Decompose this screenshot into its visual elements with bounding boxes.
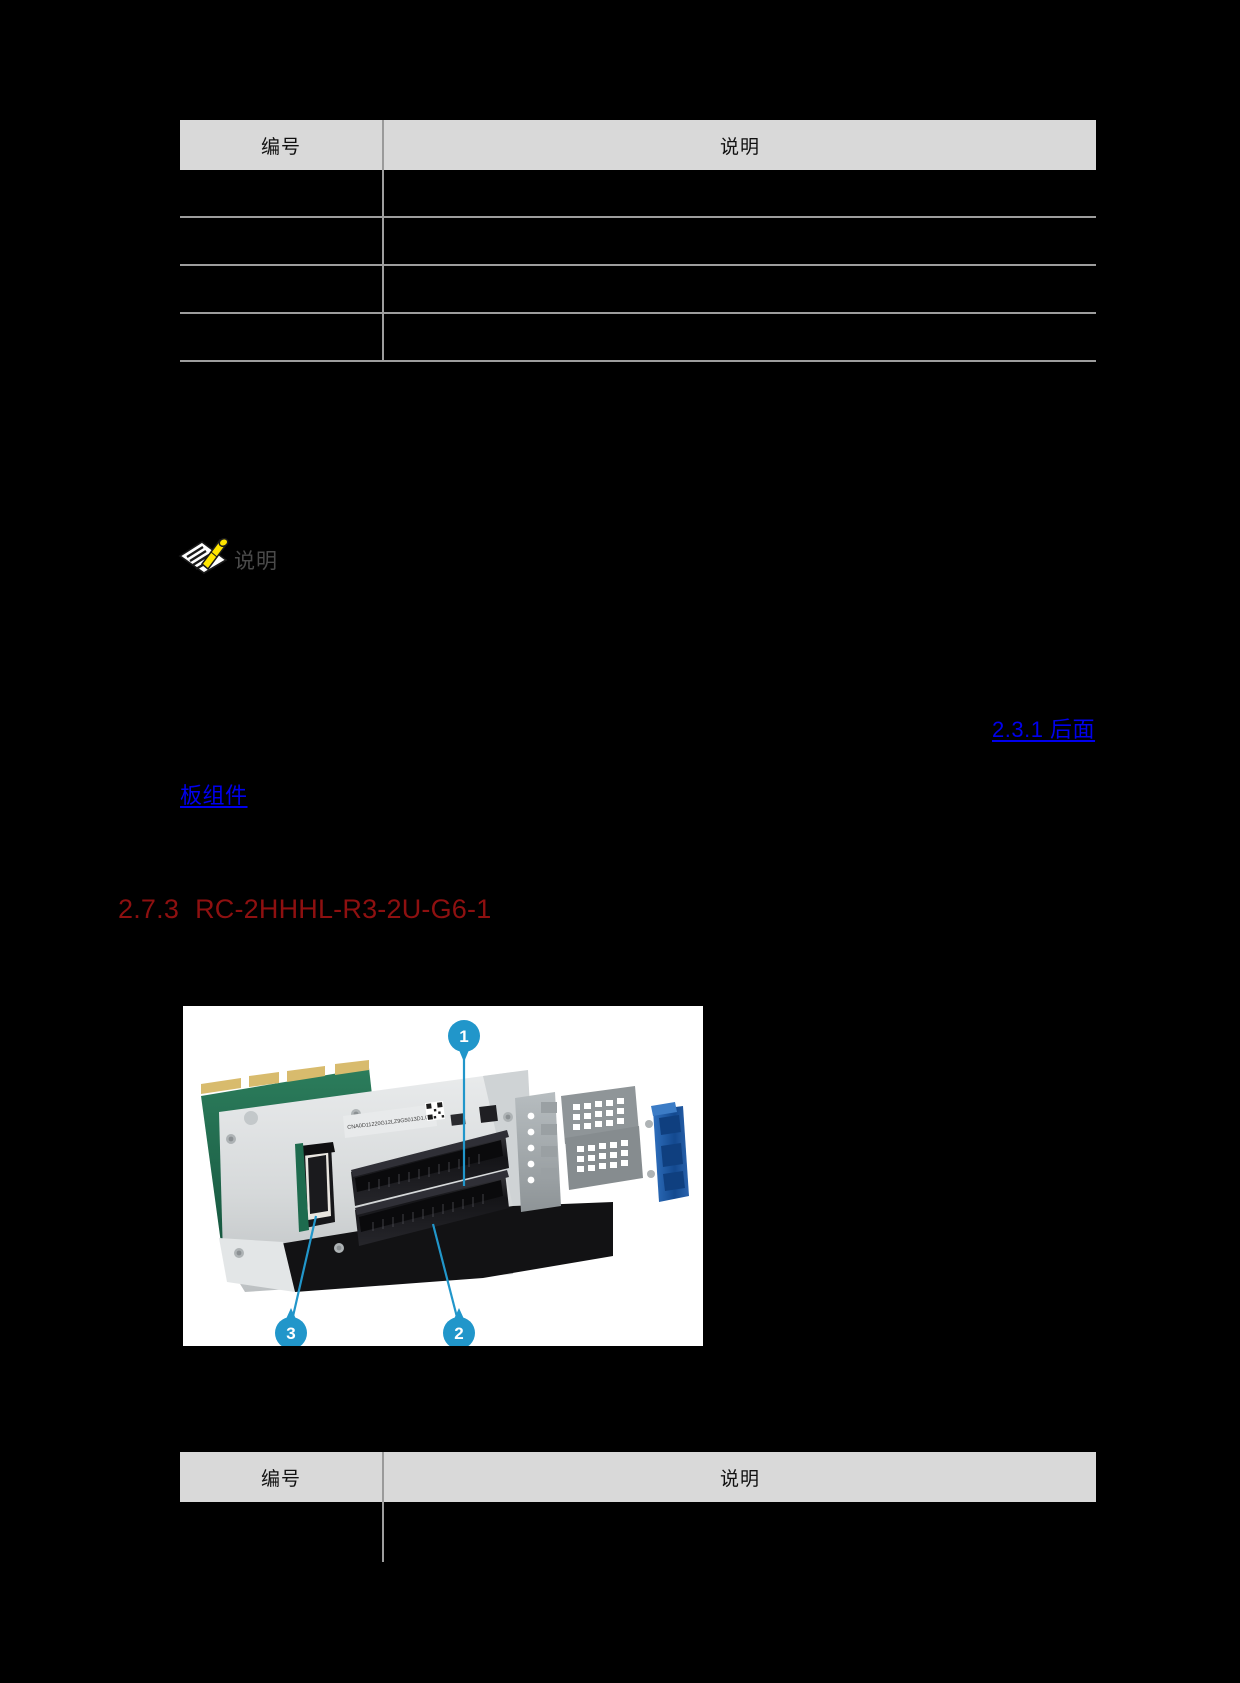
table-row [180, 170, 1096, 218]
column-header-description: 说明 [383, 120, 1096, 170]
table-row [180, 1502, 1096, 1562]
section-heading: 2.7.3 RC-2HHHL-R3-2U-G6-1 [118, 894, 491, 925]
cell-number [180, 170, 384, 218]
cross-reference-link-part1[interactable]: 2.3.1 后面 [992, 717, 1096, 742]
bracket-screws [226, 1109, 513, 1258]
callout-1: 1 [448, 1020, 480, 1062]
cell-description [383, 217, 1096, 266]
section-number: 2.7.3 [118, 894, 180, 924]
bracket-shadow-ledge [279, 1202, 613, 1292]
table-header-row: 编号 说明 [180, 120, 1096, 170]
cell-number [180, 313, 384, 362]
leader-line-2 [431, 1223, 461, 1326]
table-row [180, 217, 1096, 266]
internal-connector [300, 1142, 335, 1228]
table-body-top [180, 170, 1096, 362]
cell-number [180, 265, 384, 314]
cell-description [383, 313, 1096, 362]
cell-number [180, 1502, 384, 1562]
cell-description [383, 1502, 1096, 1562]
table-row [180, 265, 1096, 314]
product-label: CNA0D11220G12LZ9G5013D1.0 [343, 1100, 446, 1138]
numbered-parts-table-bottom: 编号 说明 [180, 1452, 1096, 1562]
callout-2: 2 [443, 1308, 475, 1346]
riser-card-assembly-figure: CNA0D11220G12LZ9G5013D1.0 [183, 1006, 703, 1346]
svg-text:2: 2 [454, 1324, 463, 1343]
note-pencil-icon [176, 530, 232, 574]
cell-description [383, 170, 1096, 218]
cell-number [180, 217, 384, 266]
pcie-slot-1 [351, 1130, 509, 1206]
leader-line-3 [289, 1215, 318, 1326]
cross-reference-link-part2[interactable]: 板组件 [180, 783, 248, 808]
callout-3: 3 [275, 1308, 307, 1346]
cell-description [383, 265, 1096, 314]
numbered-parts-table-top: 编号 说明 [180, 120, 1096, 362]
table-body-bottom [180, 1502, 1096, 1562]
column-header-number: 编号 [180, 120, 384, 170]
svg-text:1: 1 [459, 1027, 468, 1046]
blue-latch [651, 1102, 689, 1202]
note-callout: 说明 [176, 530, 278, 574]
svg-text:3: 3 [286, 1324, 295, 1343]
pcie-slot-2 [355, 1170, 509, 1246]
column-header-description: 说明 [383, 1452, 1096, 1502]
gold-fingers [201, 1060, 369, 1094]
column-header-number: 编号 [180, 1452, 384, 1502]
note-label: 说明 [234, 550, 278, 573]
section-title: RC-2HHHL-R3-2U-G6-1 [195, 894, 492, 924]
table-row [180, 313, 1096, 362]
callout-leaders [289, 1055, 466, 1326]
table-header-row: 编号 说明 [180, 1452, 1096, 1502]
slot-cage [515, 1086, 655, 1212]
